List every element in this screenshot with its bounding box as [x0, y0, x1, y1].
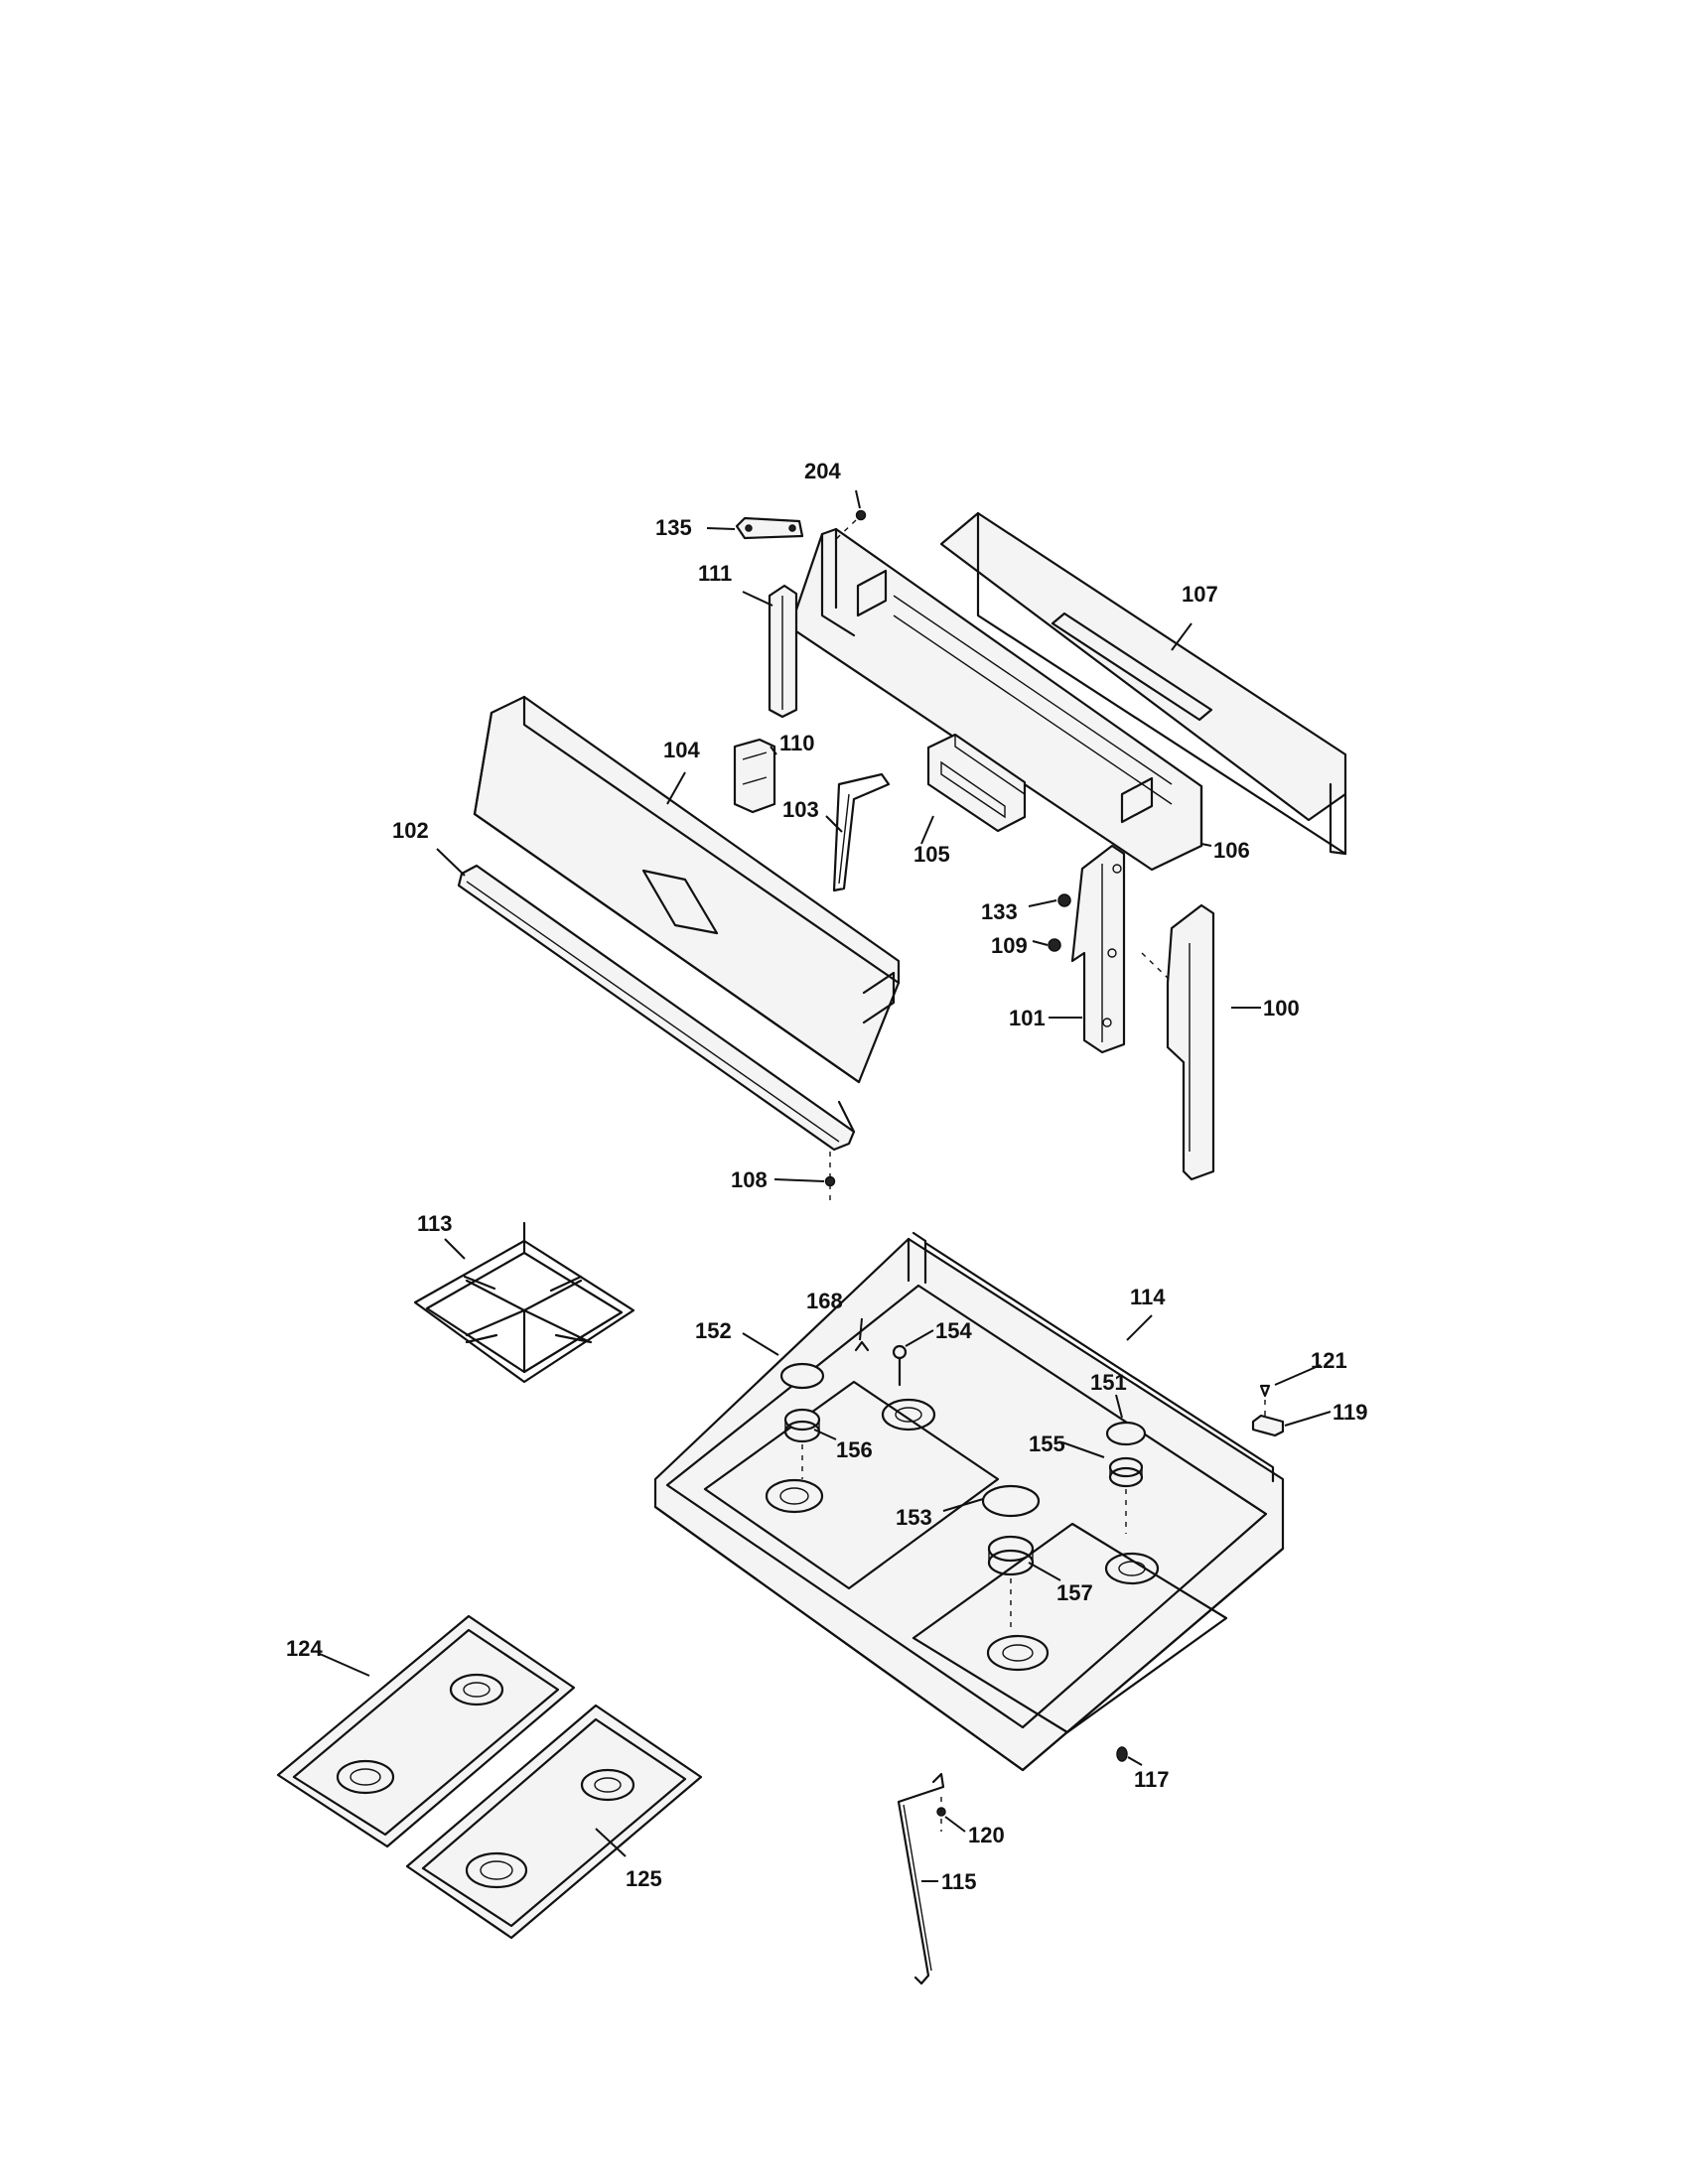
callout-156: 156	[836, 1437, 873, 1462]
callout-111: 111	[698, 561, 732, 586]
callout-109: 109	[991, 933, 1028, 958]
callout-155: 155	[1029, 1432, 1065, 1456]
part-151-burner-cap	[1105, 1421, 1147, 1446]
part-117-nut	[1116, 1746, 1128, 1762]
callout-115: 115	[941, 1869, 977, 1894]
callout-151: 151	[1090, 1370, 1127, 1395]
part-105-control-clock	[926, 733, 1027, 833]
part-119-bracket	[1251, 1414, 1285, 1437]
callout-204: 204	[804, 459, 841, 483]
callout-107: 107	[1182, 582, 1218, 607]
part-168-clip	[854, 1340, 870, 1352]
callout-103: 103	[782, 797, 819, 822]
part-100-end-cap	[1141, 903, 1215, 1181]
callout-133: 133	[981, 899, 1018, 924]
callout-101: 101	[1009, 1006, 1046, 1030]
callout-114: 114	[1130, 1285, 1166, 1309]
callout-labels: 204 135 111 107 110 104 103 102 105 106 …	[286, 459, 1368, 1894]
part-109-fastener	[1048, 938, 1061, 952]
callout-125: 125	[626, 1866, 662, 1891]
part-153-burner-cap	[981, 1484, 1041, 1518]
callout-168: 168	[806, 1289, 843, 1313]
callout-108: 108	[731, 1167, 768, 1192]
callout-102: 102	[392, 818, 429, 843]
part-120-screw	[936, 1797, 946, 1832]
callout-154: 154	[935, 1318, 972, 1343]
callout-100: 100	[1263, 996, 1300, 1021]
part-102-trim-strip	[457, 864, 856, 1152]
callout-105: 105	[913, 842, 950, 867]
part-133-fastener	[1057, 893, 1071, 907]
part-204-screw	[833, 509, 867, 542]
part-154-igniter	[892, 1344, 908, 1387]
part-111-side-bracket	[768, 584, 798, 719]
part-113-burner-grate	[413, 1221, 635, 1384]
leader-lines	[319, 489, 1332, 1882]
callout-104: 104	[663, 738, 700, 762]
part-103-harness	[832, 772, 891, 892]
part-107-rear-cover	[939, 511, 1347, 856]
part-106-backguard	[788, 527, 1203, 872]
part-152-burner-cap	[779, 1362, 825, 1390]
callout-135: 135	[655, 515, 692, 540]
part-121-screw	[1259, 1384, 1271, 1420]
part-108-screw	[824, 1152, 836, 1203]
part-110-switch	[733, 738, 776, 814]
callout-152: 152	[695, 1318, 732, 1343]
part-115-support-rod	[897, 1772, 945, 1985]
part-155-burner-head	[1108, 1456, 1144, 1534]
part-157-burner-head	[987, 1535, 1035, 1628]
callout-110: 110	[779, 731, 815, 755]
callout-113: 113	[417, 1211, 453, 1236]
callout-157: 157	[1056, 1580, 1093, 1605]
part-124-burner-pan	[276, 1614, 576, 1848]
cooktop-right-burner-well	[912, 1522, 1228, 1734]
part-125-burner-pan	[405, 1704, 703, 1940]
part-135-bracket	[735, 516, 804, 540]
callout-120: 120	[968, 1823, 1005, 1847]
callout-106: 106	[1213, 838, 1250, 863]
part-101-side-bracket	[1070, 844, 1126, 1054]
callout-124: 124	[286, 1636, 323, 1661]
part-104-control-panel	[473, 695, 901, 1084]
callout-153: 153	[896, 1505, 932, 1530]
callout-119: 119	[1333, 1400, 1368, 1425]
callout-117: 117	[1134, 1767, 1170, 1792]
callout-121: 121	[1311, 1348, 1347, 1373]
